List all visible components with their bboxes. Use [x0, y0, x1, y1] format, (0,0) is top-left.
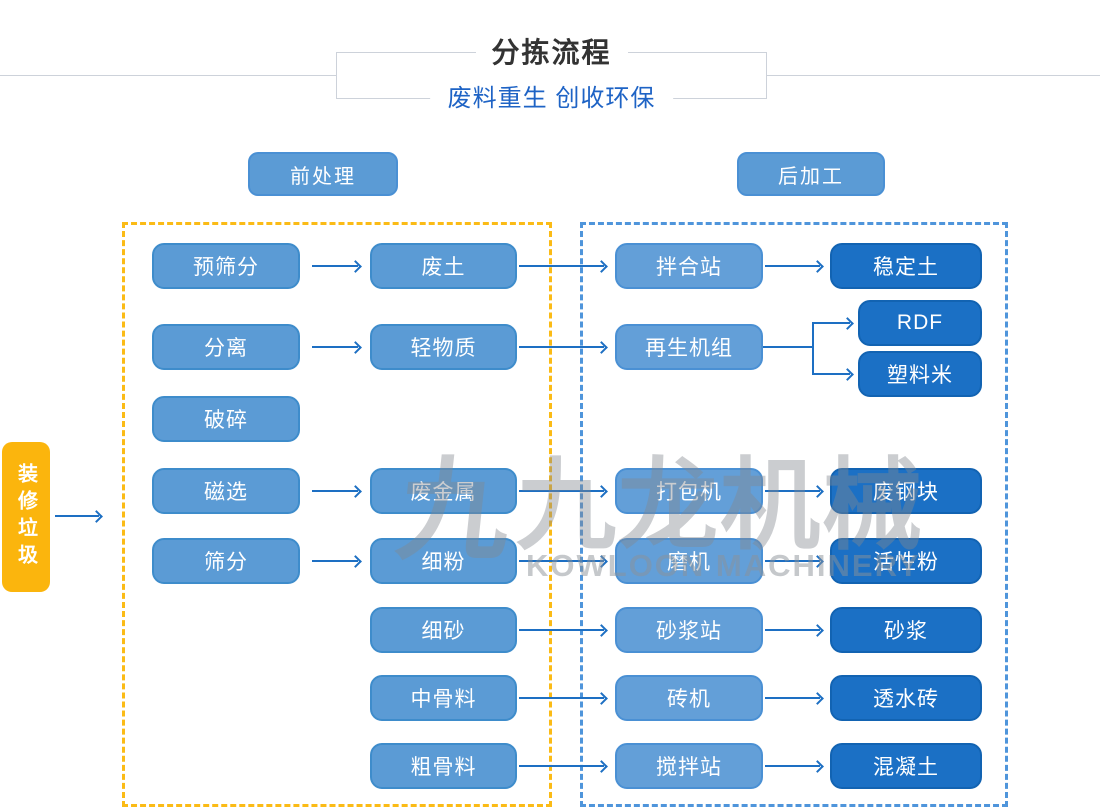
- node-regeneration-unit: 再生机组: [615, 324, 763, 370]
- node-light-material: 轻物质: [370, 324, 517, 370]
- arrow-coarseaggregate-mixerstation: [519, 765, 604, 767]
- pre-treatment-label: 前处理: [248, 152, 398, 196]
- arrow-mixingstation-stabilizedsoil: [765, 265, 820, 267]
- arrow-mediumaggregate-brickmachine: [519, 697, 604, 699]
- node-brick-machine: 砖机: [615, 675, 763, 721]
- arrow-magnetic-scrapmetal: [312, 490, 358, 492]
- node-screening: 筛分: [152, 538, 300, 584]
- node-mixing-station: 拌合站: [615, 243, 763, 289]
- branch-line-regenunit: [763, 346, 813, 348]
- node-mixer-station: 搅拌站: [615, 743, 763, 789]
- arrow-mixerstation-concrete: [765, 765, 820, 767]
- node-scrap-steel-block: 废钢块: [830, 468, 982, 514]
- arrow-mortarstation-mortar: [765, 629, 820, 631]
- pre-treatment-zone: [122, 222, 552, 807]
- source-renovation-waste: 装修垃圾: [2, 442, 50, 592]
- node-pre-screening: 预筛分: [152, 243, 300, 289]
- arrow-wastesoil-mixingstation: [519, 265, 604, 267]
- node-magnetic-selection: 磁选: [152, 468, 300, 514]
- arrow-scrapmetal-baler: [519, 490, 604, 492]
- arrow-baler-scrapsteel: [765, 490, 820, 492]
- arrow-separation-lightmaterial: [312, 346, 358, 348]
- arrow-screening-finepowder: [312, 560, 358, 562]
- arrow-source-to-pre-zone: [55, 515, 99, 517]
- page-subtitle: 废料重生 创收环保: [429, 84, 674, 114]
- arrow-lightmaterial-regenunit: [519, 346, 604, 348]
- node-baler: 打包机: [615, 468, 763, 514]
- branch-vertical-line: [812, 322, 814, 375]
- node-coarse-aggregate: 粗骨料: [370, 743, 517, 789]
- arrow-branch-rdf: [812, 322, 850, 324]
- node-fine-powder: 细粉: [370, 538, 517, 584]
- node-concrete: 混凝土: [830, 743, 982, 789]
- post-processing-zone: [580, 222, 1008, 807]
- node-waste-soil: 废土: [370, 243, 517, 289]
- arrow-brickmachine-permeablebrick: [765, 697, 820, 699]
- node-medium-aggregate: 中骨料: [370, 675, 517, 721]
- node-rdf: RDF: [858, 300, 982, 346]
- arrow-branch-plasticpellets: [812, 373, 850, 375]
- post-processing-label: 后加工: [737, 152, 885, 196]
- arrow-finesand-mortarstation: [519, 629, 604, 631]
- arrow-prescreen-wastesoil: [312, 265, 358, 267]
- node-mill: 磨机: [615, 538, 763, 584]
- node-stabilized-soil: 稳定土: [830, 243, 982, 289]
- node-separation: 分离: [152, 324, 300, 370]
- node-permeable-brick: 透水砖: [830, 675, 982, 721]
- page-title: 分拣流程: [475, 37, 628, 69]
- title-frame: 分拣流程 废料重生 创收环保: [336, 37, 767, 114]
- arrow-mill-activepowder: [765, 560, 820, 562]
- node-mortar-station: 砂浆站: [615, 607, 763, 653]
- node-fine-sand: 细砂: [370, 607, 517, 653]
- node-plastic-pellets: 塑料米: [858, 351, 982, 397]
- node-active-powder: 活性粉: [830, 538, 982, 584]
- arrow-finepowder-mill: [519, 560, 604, 562]
- node-mortar: 砂浆: [830, 607, 982, 653]
- node-crushing: 破碎: [152, 396, 300, 442]
- node-scrap-metal: 废金属: [370, 468, 517, 514]
